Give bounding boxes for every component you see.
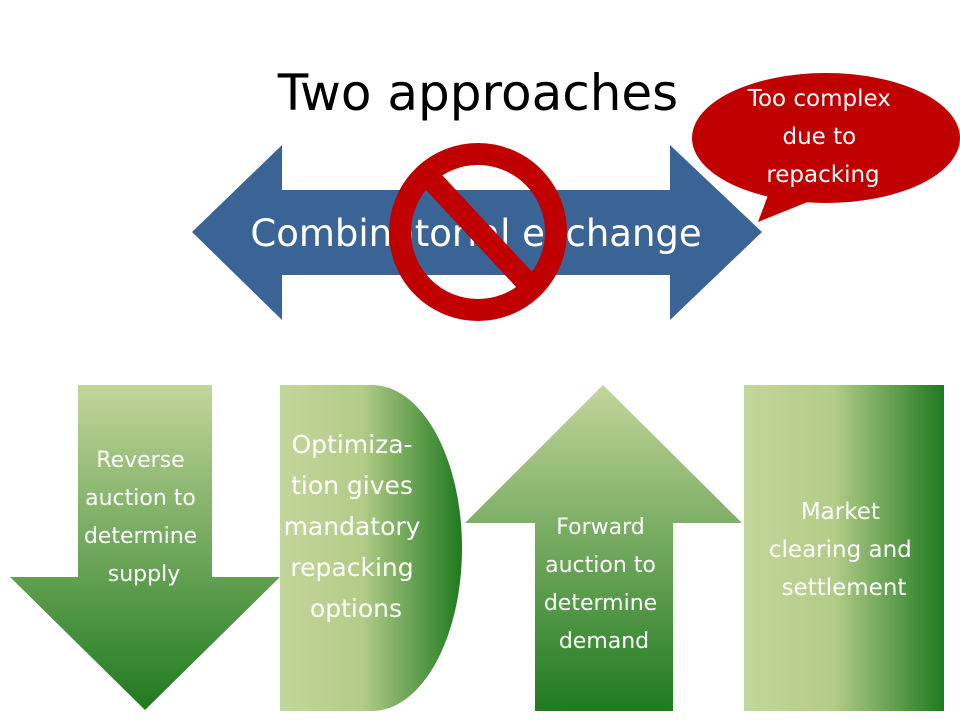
step-text-line: settlement bbox=[782, 575, 907, 601]
forward-auction-up-arrow bbox=[465, 385, 742, 711]
step-text-line: repacking bbox=[290, 553, 413, 582]
callout-line: due to bbox=[782, 124, 856, 150]
step-text-line: Forward bbox=[556, 515, 644, 540]
callout-line: repacking bbox=[766, 162, 879, 188]
step-text-line: clearing and bbox=[769, 537, 912, 563]
optimization-d-shape bbox=[280, 385, 462, 711]
callout-line: Too complex bbox=[747, 86, 891, 112]
optimization-text: Optimiza- tion gives mandatory repacking… bbox=[284, 430, 429, 623]
step-text-line: Market bbox=[801, 499, 880, 525]
step-text-line: auction to bbox=[545, 553, 656, 578]
step-text-line: Reverse bbox=[96, 448, 184, 473]
callout-text: Too complex due to repacking bbox=[747, 86, 898, 188]
step-text-line: determine bbox=[84, 524, 197, 549]
step-text-line: demand bbox=[559, 629, 649, 654]
market-clearing-text: Market clearing and settlement bbox=[769, 499, 919, 601]
reverse-auction-down-arrow bbox=[10, 385, 280, 710]
slide-title: Two approaches bbox=[277, 64, 678, 122]
step-text-line: options bbox=[310, 594, 402, 623]
forward-auction-text: Forward auction to determine demand bbox=[544, 515, 664, 654]
step-text-line: mandatory bbox=[284, 512, 421, 541]
step-text-line: auction to bbox=[85, 486, 196, 511]
step-text-line: supply bbox=[108, 562, 180, 587]
callout-bubble bbox=[692, 73, 960, 222]
step-text-line: tion gives bbox=[291, 471, 413, 500]
market-clearing-box bbox=[744, 385, 944, 711]
no-symbol-icon bbox=[389, 143, 567, 321]
step-text-line: Optimiza- bbox=[291, 430, 412, 459]
step-text-line: determine bbox=[544, 591, 657, 616]
reverse-auction-text: Reverse auction to determine supply bbox=[84, 448, 204, 587]
